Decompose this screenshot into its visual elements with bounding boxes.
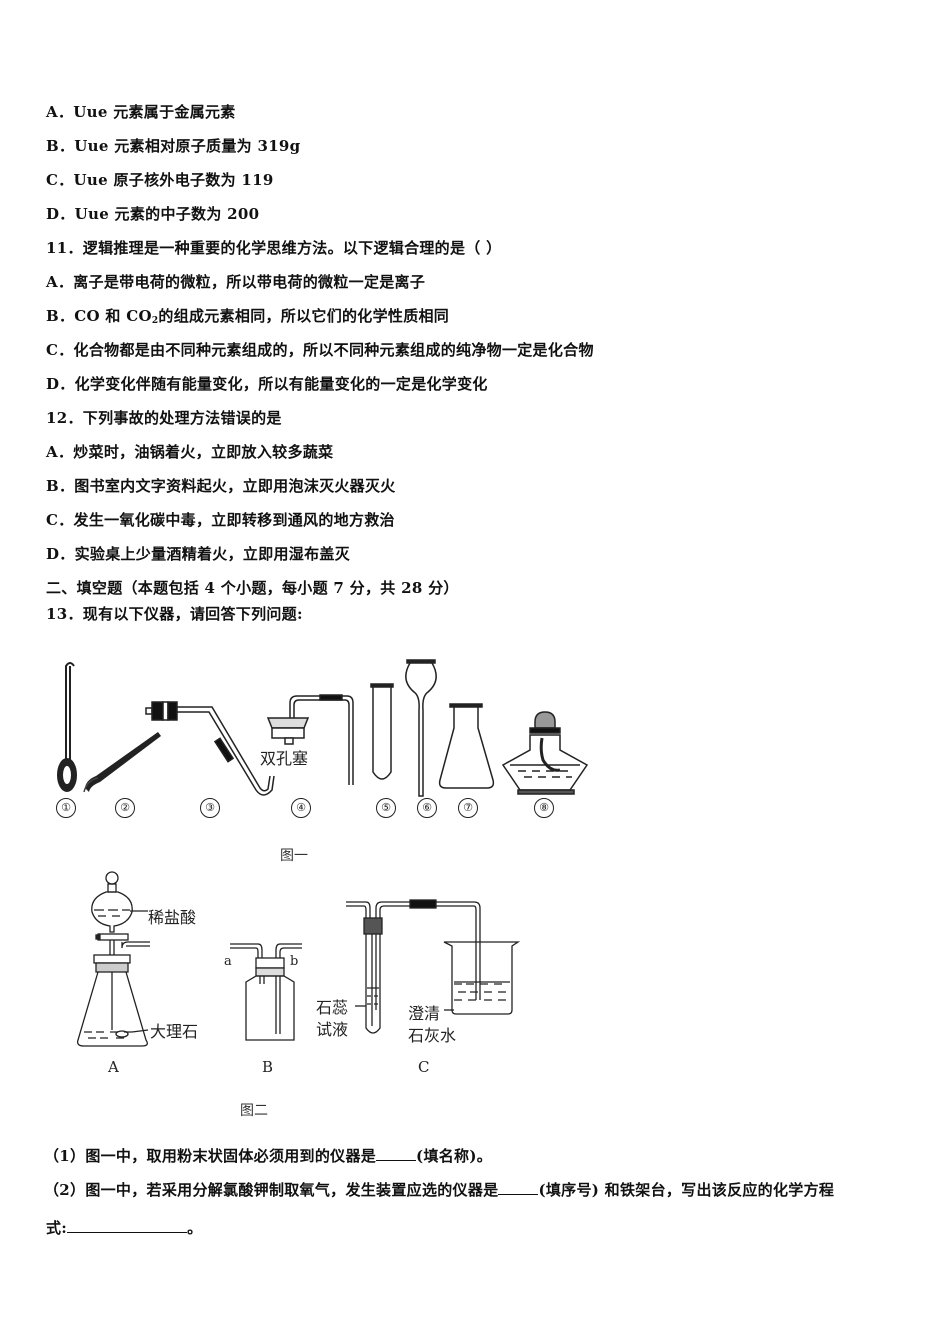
q10-option-c: C．Uue 原子核外电子数为 119 — [46, 170, 274, 190]
option-text: Uue 元素相对原子质量为 319g — [74, 137, 301, 155]
q13-sub2-line2: 式: 。 — [46, 1218, 202, 1238]
option-label: A． — [46, 273, 74, 291]
option-text: CO 和 CO — [74, 307, 152, 325]
section-heading: 二、填空题（本题包括 4 个小题，每小题 7 分，共 28 分） — [46, 579, 459, 597]
q10-option-d: D．Uue 元素的中子数为 200 — [46, 204, 259, 224]
stopper-label: 双孔塞 — [260, 749, 309, 768]
q11-stem: 11．逻辑推理是一种重要的化学思维方法。以下逻辑合理的是（ ） — [46, 239, 502, 257]
q13-sub1: （1）图一中，取用粉末状固体必须用到的仪器是 (填名称)。 — [44, 1146, 492, 1166]
conical-flask-icon — [438, 703, 495, 789]
item-number-8: ⑧ — [534, 798, 554, 818]
marble-label: 大理石 — [150, 1022, 199, 1041]
figure-1: 双孔塞 ① ② ③ ④ ⑤ ⑥ ⑦ ⑧ — [40, 650, 600, 830]
q13-stem: 13．现有以下仪器，请回答下列问题: — [46, 605, 303, 623]
sub2-line2-suffix: 。 — [187, 1219, 203, 1237]
answer-blank-equation[interactable] — [67, 1218, 188, 1233]
figure-1-drawing — [57, 659, 589, 797]
q11-option-b: B．CO 和 CO2的组成元素相同，所以它们的化学性质相同 — [46, 306, 449, 331]
option-label: B． — [46, 477, 75, 495]
long-neck-funnel-icon — [405, 659, 437, 797]
bent-tube-icon — [145, 701, 275, 796]
sub1-suffix: (填名称)。 — [416, 1147, 493, 1165]
option-text: 炒菜时，油锅着火，立即放入较多蔬菜 — [73, 443, 334, 461]
q12-option-a: A．炒菜时，油锅着火，立即放入较多蔬菜 — [46, 442, 333, 462]
option-text: 的组成元素相同，所以它们的化学性质相同 — [158, 307, 450, 325]
option-text: 图书室内文字资料起火，立即用泡沫灭火器灭火 — [74, 477, 396, 495]
apparatus-a-icon — [76, 871, 150, 1047]
option-label: A． — [46, 443, 74, 461]
option-label: C． — [46, 171, 74, 189]
apparatus-b-label: B — [262, 1058, 274, 1076]
litmus-label-2: 试液 — [316, 1020, 349, 1039]
limewater-label-1: 澄清 — [408, 1004, 441, 1023]
q13-sub2: （2）图一中，若采用分解氯酸钾制取氧气，发生装置应选的仪器是 (填序号) 和铁架台… — [44, 1180, 834, 1200]
sub1-text: （1）图一中，取用粉末状固体必须用到的仪器是 — [44, 1147, 377, 1165]
figure-2-caption: 图二 — [240, 1103, 268, 1119]
answer-blank-1[interactable] — [376, 1146, 417, 1161]
spoon-icon — [57, 662, 77, 792]
port-a-label: a — [224, 954, 232, 969]
item-number-3: ③ — [200, 798, 220, 818]
option-label: D． — [46, 375, 75, 393]
item-number-7: ⑦ — [458, 798, 478, 818]
test-tube-icon — [370, 683, 394, 780]
answer-blank-2[interactable] — [498, 1180, 539, 1195]
option-text: 化学变化伴随有能量变化，所以有能量变化的一定是化学变化 — [74, 375, 488, 393]
sub2-text: （2）图一中，若采用分解氯酸钾制取氧气，发生装置应选的仪器是 — [44, 1181, 499, 1199]
item-number-5: ⑤ — [376, 798, 396, 818]
q10-option-a: A．Uue 元素属于金属元素 — [46, 102, 236, 122]
apparatus-b-icon — [230, 943, 302, 1041]
apparatus-c-icon — [346, 899, 521, 1034]
alcohol-lamp-icon — [501, 711, 589, 795]
litmus-label-1: 石蕊 — [316, 998, 349, 1017]
tweezers-icon — [83, 732, 161, 793]
item-number-6: ⑥ — [417, 798, 437, 818]
q12-stem: 12．下列事故的处理方法错误的是 — [46, 409, 282, 427]
figure-2: 稀盐酸 大理石 a b 石蕊 试液 澄清 石灰水 A B C — [70, 860, 540, 1080]
option-text: 实验桌上少量酒精着火，立即用湿布盖灭 — [74, 545, 351, 563]
item-number-4: ④ — [291, 798, 311, 818]
option-label: B． — [46, 137, 75, 155]
q12-option-b: B．图书室内文字资料起火，立即用泡沫灭火器灭火 — [46, 476, 396, 496]
q12-option-d: D．实验桌上少量酒精着火，立即用湿布盖灭 — [46, 544, 350, 564]
sub2-text-mid: (填序号) 和铁架台，写出该反应的化学方程 — [538, 1181, 835, 1199]
figure-1-caption: 图一 — [280, 848, 308, 864]
acid-label: 稀盐酸 — [148, 908, 197, 927]
option-text: 离子是带电荷的微粒，所以带电荷的微粒一定是离子 — [73, 273, 426, 291]
limewater-label-2: 石灰水 — [408, 1026, 457, 1045]
option-label: C． — [46, 511, 74, 529]
sub2-line2-prefix: 式: — [46, 1219, 68, 1237]
option-text: 发生一氧化碳中毒，立即转移到通风的地方救治 — [73, 511, 395, 529]
option-label: D． — [46, 545, 75, 563]
q10-option-b: B．Uue 元素相对原子质量为 319g — [46, 136, 300, 156]
q12-option-c: C．发生一氧化碳中毒，立即转移到通风的地方救治 — [46, 510, 395, 530]
option-label: C． — [46, 341, 74, 359]
option-text: Uue 原子核外电子数为 119 — [73, 171, 274, 189]
subscript: 2 — [151, 316, 159, 326]
port-b-label: b — [290, 954, 299, 969]
two-hole-stopper-icon — [266, 694, 354, 785]
figure-2-drawing — [76, 871, 521, 1047]
apparatus-c-label: C — [418, 1058, 430, 1076]
option-text: 化合物都是由不同种元素组成的，所以不同种元素组成的纯净物一定是化合物 — [73, 341, 594, 359]
option-label: A． — [46, 103, 74, 121]
option-text: Uue 元素的中子数为 200 — [74, 205, 260, 223]
option-label: B． — [46, 307, 75, 325]
item-number-2: ② — [115, 798, 135, 818]
q11-option-d: D．化学变化伴随有能量变化，所以有能量变化的一定是化学变化 — [46, 374, 488, 394]
q11-option-a: A．离子是带电荷的微粒，所以带电荷的微粒一定是离子 — [46, 272, 425, 292]
option-text: Uue 元素属于金属元素 — [73, 103, 236, 121]
item-number-1: ① — [56, 798, 76, 818]
option-label: D． — [46, 205, 75, 223]
q11-option-c: C．化合物都是由不同种元素组成的，所以不同种元素组成的纯净物一定是化合物 — [46, 340, 594, 360]
apparatus-a-label: A — [108, 1058, 119, 1076]
